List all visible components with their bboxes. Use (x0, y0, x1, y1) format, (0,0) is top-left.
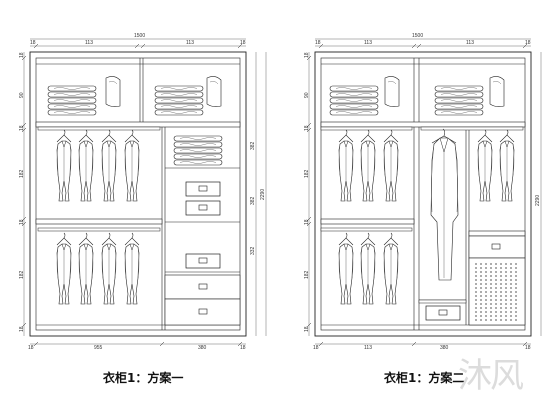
wardrobe-plan-1: 18 113 1500 113 18 18 955 380 18 18 90 1… (19, 33, 267, 351)
hanging-rod-3 (420, 126, 524, 131)
caption-plan-2: 衣柜1：方案二 (384, 371, 465, 385)
bottom-dim-right-side: 18 (240, 345, 246, 351)
hanging-rod-1 (320, 126, 413, 131)
wardrobe-inner-frame (320, 57, 526, 331)
shelf-2 (320, 218, 415, 225)
pillow (489, 76, 505, 107)
hanging-rod-2 (37, 227, 161, 232)
left-dim-top-panel: 18 (19, 52, 25, 58)
caption-plan-1: 衣柜1：方案一 (103, 371, 184, 385)
storage-box (425, 305, 461, 321)
watermark: 沐风 (458, 356, 524, 396)
wardrobe-inner-frame (35, 57, 241, 331)
top-dim-overall: 1500 (134, 33, 145, 39)
left-dim-hanging-1: 182 (19, 169, 25, 178)
bottom-dim-right-module: 380 (440, 345, 449, 351)
left-dim-base: 18 (19, 326, 25, 332)
bottom-dim-right-module: 380 (198, 345, 207, 351)
bottom-dim-left-side: 18 (28, 345, 34, 351)
shelf-1 (320, 121, 526, 128)
top-dim-overall: 1500 (412, 33, 423, 39)
left-dim-shelf-1: 18 (19, 125, 25, 131)
left-dim-shelf-1: 18 (304, 125, 310, 131)
folded-towel-stack (435, 86, 483, 115)
shelf-1 (35, 121, 241, 128)
right-dim-shelf-c: 332 (250, 246, 256, 255)
left-dim-top-panel: 18 (304, 52, 310, 58)
bottom-dim-right-side: 18 (525, 345, 531, 351)
pillow (206, 76, 222, 107)
bottom-dim-left-side: 18 (313, 345, 319, 351)
top-dim-left-module: 113 (364, 40, 372, 46)
left-dim-shelf-2: 18 (19, 219, 25, 225)
left-dim-shelf-2: 18 (304, 219, 310, 225)
hanging-rod-1 (37, 126, 161, 131)
storage-box (185, 200, 221, 216)
left-dim-top-shelf: 90 (304, 92, 310, 98)
bottom-dim-left-module: 113 (364, 345, 372, 351)
pillow (105, 76, 121, 107)
wardrobe-plan-2: 18 113 1500 113 18 18 113 380 18 18 90 1… (304, 33, 542, 351)
folded-towel-stack (48, 86, 96, 115)
top-dim-left-module: 113 (85, 40, 93, 46)
folded-towel-stack (174, 136, 222, 165)
hanging-rod-2 (320, 227, 413, 232)
top-dim-right-module: 113 (186, 40, 194, 46)
right-dim-overall-height: 2290 (535, 195, 541, 206)
trouser-rack (468, 257, 526, 326)
top-dim-right-side: 18 (240, 40, 246, 46)
top-dim-left-side: 18 (315, 40, 321, 46)
right-dim-overall-height: 2290 (260, 189, 266, 200)
top-dim-left-side: 18 (30, 40, 36, 46)
left-dim-base: 18 (304, 326, 310, 332)
left-dim-hanging-2: 182 (19, 270, 25, 279)
storage-box (185, 181, 221, 197)
folded-towel-stack (330, 86, 378, 115)
right-dim-shelf-b: 382 (250, 196, 256, 205)
left-dim-top-shelf: 90 (19, 92, 25, 98)
pillow (384, 76, 400, 107)
trouser-rack-rods (475, 263, 517, 322)
left-dim-hanging-2: 182 (304, 270, 310, 279)
folded-towel-stack (155, 86, 203, 115)
left-dim-hanging-1: 182 (304, 169, 310, 178)
storage-box (185, 253, 221, 269)
long-coat (430, 128, 459, 281)
top-dim-right-side: 18 (525, 40, 531, 46)
top-dim-right-module: 113 (466, 40, 474, 46)
right-dim-shelf-a: 382 (250, 141, 256, 150)
bottom-dim-left-module: 955 (94, 345, 103, 351)
shelf-2 (35, 218, 163, 225)
